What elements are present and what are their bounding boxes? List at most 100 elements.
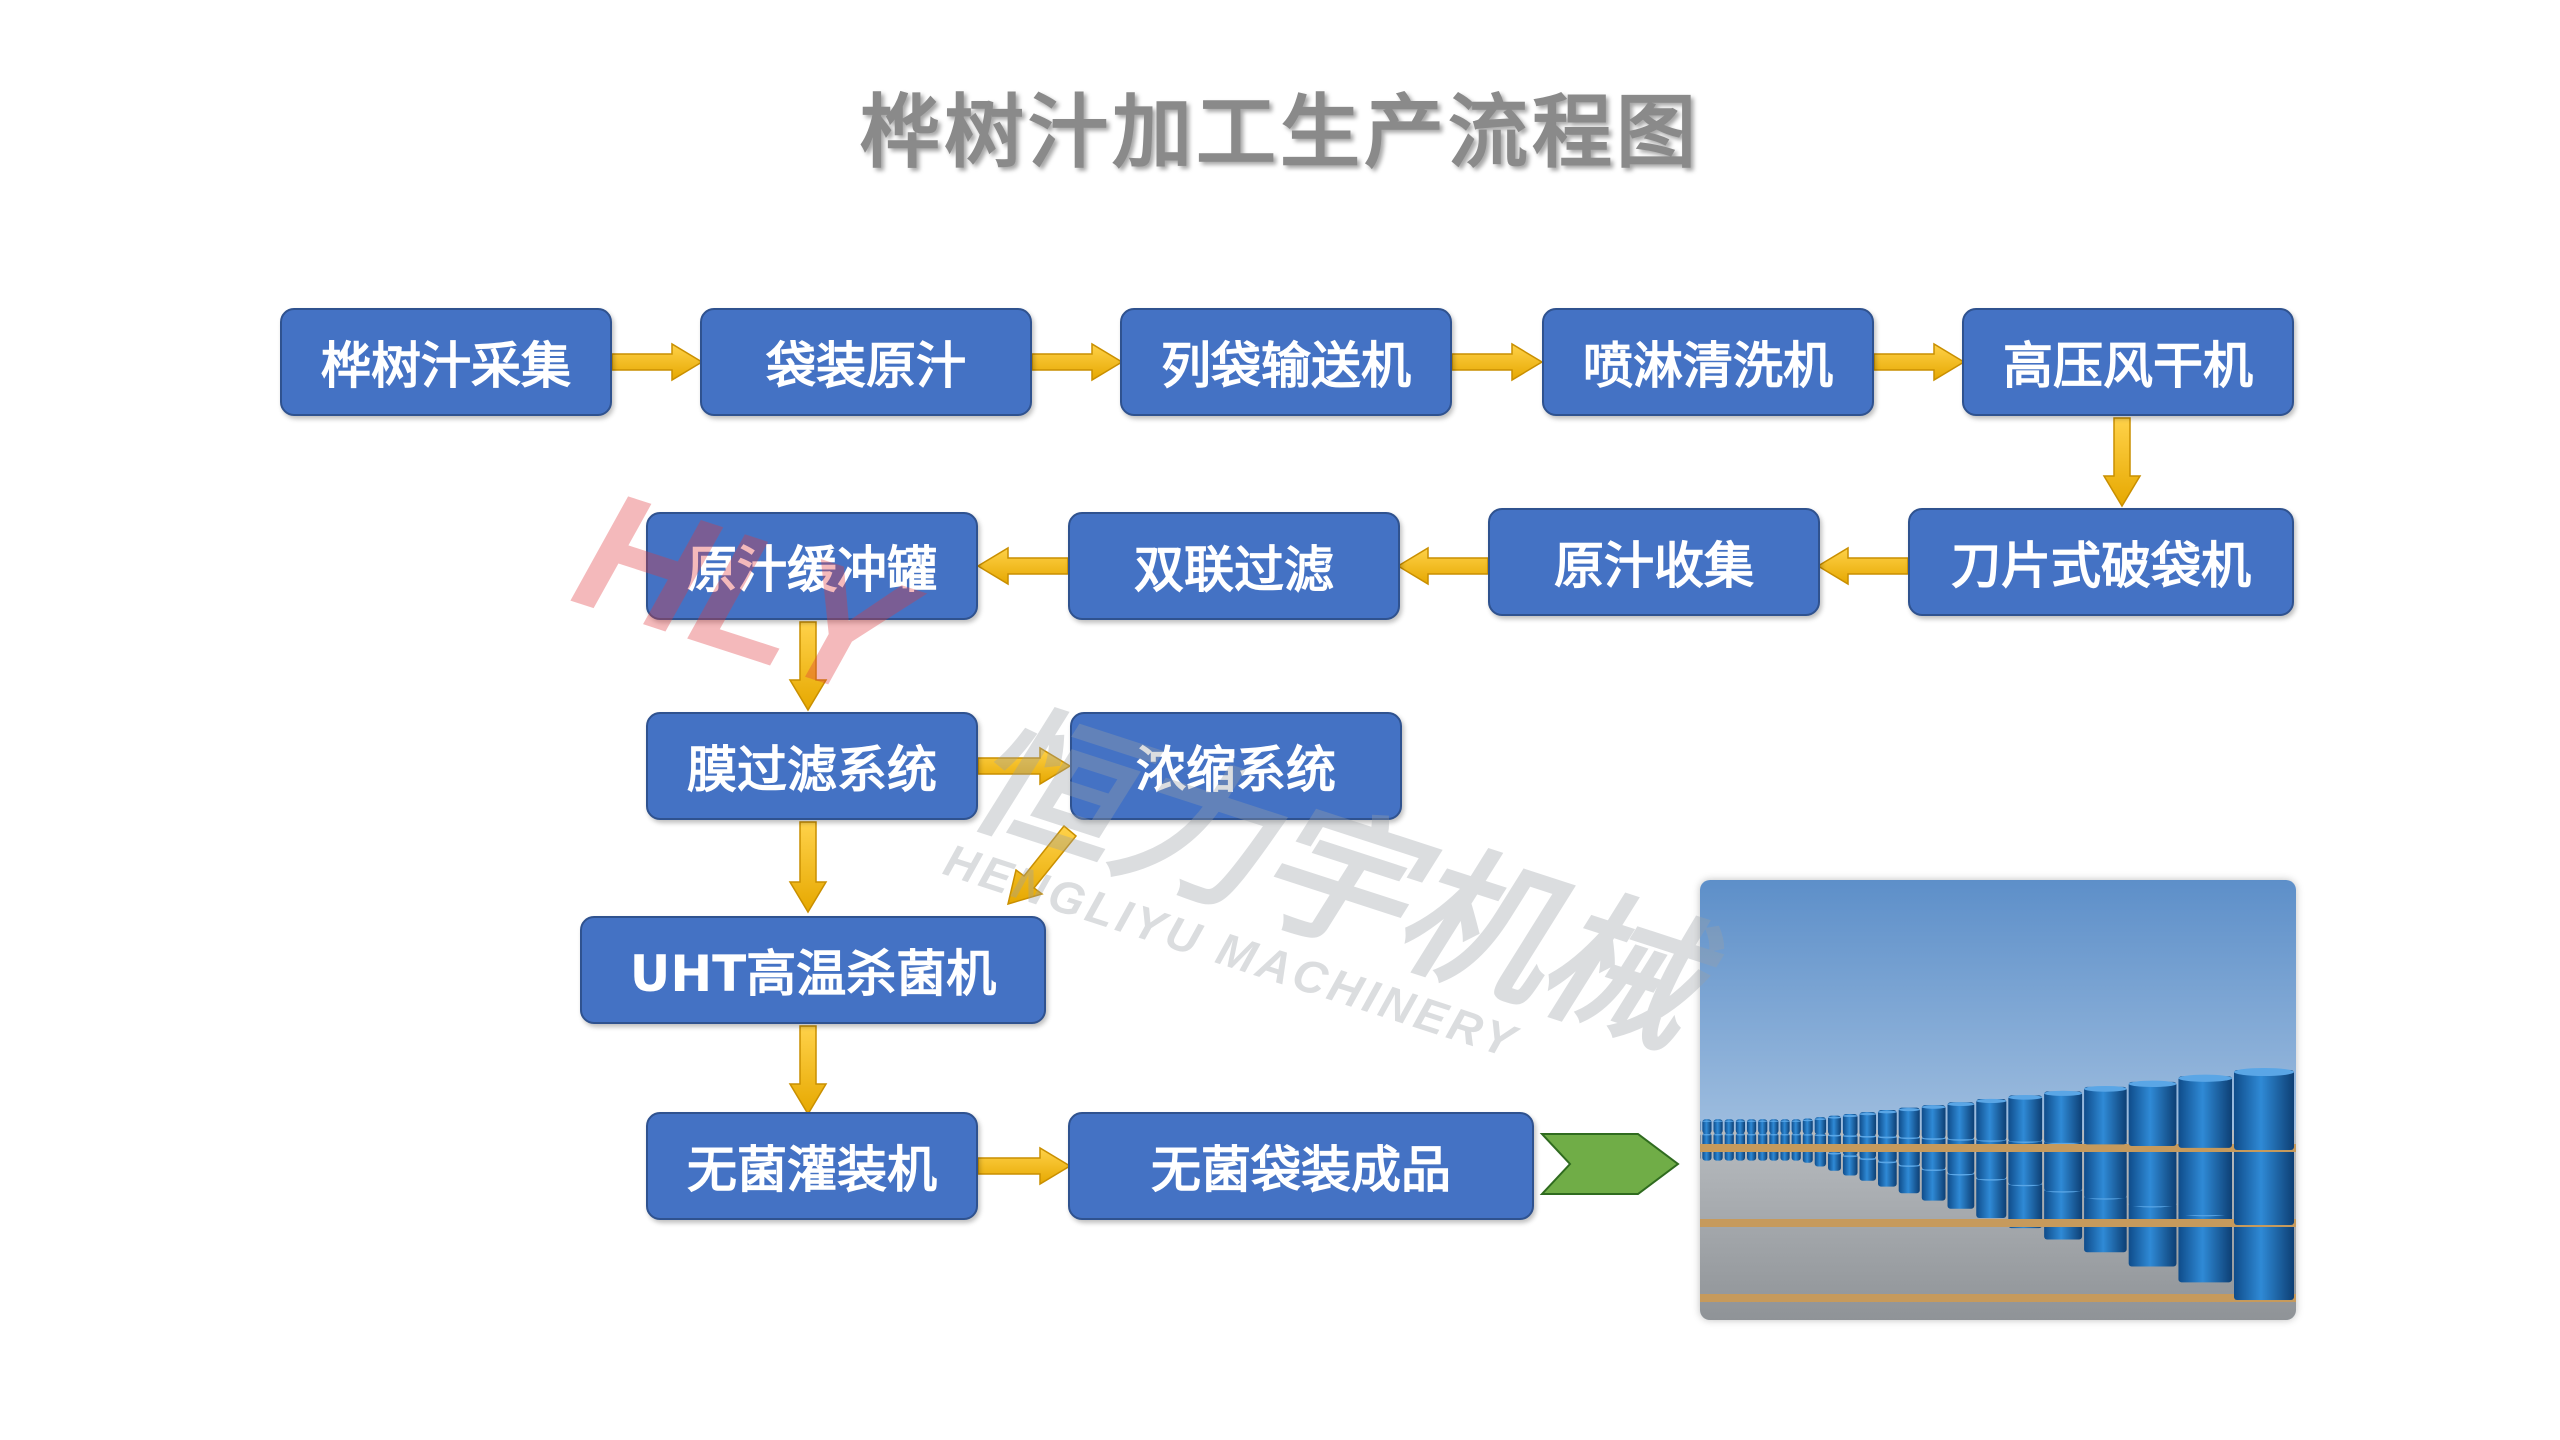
drum-lid	[1702, 1120, 1712, 1122]
drum-lid	[1842, 1134, 1858, 1138]
arrow-left	[976, 546, 1069, 586]
page-title: 桦树汁加工生产流程图	[860, 86, 1700, 179]
drum-lid	[1724, 1120, 1734, 1122]
drum	[1842, 1154, 1858, 1176]
drum-lid	[1758, 1133, 1768, 1136]
final-arrow	[1539, 1133, 1680, 1195]
drum	[1702, 1119, 1712, 1134]
node-birch-sap-collection: 桦树汁采集	[280, 308, 612, 416]
arrow-right	[611, 342, 704, 382]
drum	[1976, 1176, 2007, 1218]
drum-lid	[1769, 1120, 1779, 1122]
drum-lid	[1735, 1120, 1745, 1122]
drum-lid	[1859, 1112, 1877, 1116]
drum-lid	[1802, 1119, 1813, 1122]
drum-lid	[2008, 1095, 2043, 1100]
arrow-right	[1873, 342, 1966, 382]
drum	[1791, 1119, 1801, 1134]
drum	[1859, 1112, 1877, 1136]
drum-lid	[1842, 1114, 1858, 1118]
drum	[1814, 1149, 1827, 1167]
drum	[2234, 1070, 2294, 1150]
drum-lid	[1713, 1133, 1723, 1136]
drum-lid	[2044, 1090, 2083, 1096]
drum	[1769, 1132, 1779, 1148]
arrow-diagonal	[1006, 824, 1078, 906]
drum-lid	[1878, 1110, 1897, 1114]
drum	[1878, 1109, 1897, 1137]
drum-lid	[1724, 1133, 1734, 1136]
drum	[2128, 1081, 2177, 1147]
drum	[2084, 1140, 2127, 1199]
drum	[1758, 1132, 1768, 1148]
drum	[1735, 1132, 1745, 1148]
node-buffer-tank: 原汁缓冲罐	[646, 512, 978, 620]
drum	[1878, 1160, 1897, 1187]
drum	[2008, 1095, 2043, 1142]
drum	[1859, 1156, 1877, 1181]
drum	[1976, 1137, 2007, 1180]
drum-lid	[1947, 1102, 1975, 1107]
drum	[1791, 1132, 1801, 1148]
drum-lid	[1828, 1152, 1841, 1155]
drum-lid	[2234, 1068, 2294, 1076]
arrow-right	[977, 746, 1072, 786]
arrow-left	[1396, 546, 1489, 586]
drum-lid	[1976, 1098, 2007, 1104]
blue-drums-image	[1700, 880, 2296, 1320]
arrow-down	[788, 621, 828, 712]
drum-lid	[2128, 1080, 2177, 1088]
node-spray-washer: 喷淋清洗机	[1542, 308, 1874, 416]
drum	[1802, 1118, 1813, 1134]
drum	[1842, 1113, 1858, 1136]
drum	[2178, 1143, 2232, 1216]
node-bagged-raw-sap: 袋装原汁	[700, 308, 1032, 416]
pallet	[1700, 1219, 2296, 1227]
drum	[2084, 1086, 2127, 1145]
arrow-right	[1031, 342, 1124, 382]
drum-lid	[1746, 1133, 1757, 1136]
drum	[2008, 1181, 2043, 1229]
drum	[2044, 1187, 2083, 1240]
drum-lid	[1791, 1133, 1801, 1136]
drum	[1724, 1119, 1734, 1134]
drum	[1735, 1119, 1745, 1134]
drum	[1898, 1163, 1920, 1194]
drum	[2178, 1076, 2232, 1148]
product-photo	[1700, 880, 2296, 1320]
drum-lid	[1702, 1133, 1712, 1136]
node-aseptic-filler: 无菌灌装机	[646, 1112, 978, 1220]
drum	[1758, 1119, 1768, 1134]
drum	[2234, 1145, 2294, 1225]
drum-lid	[1780, 1120, 1790, 1122]
drum	[1713, 1132, 1723, 1148]
drum	[1921, 1136, 1946, 1170]
pallet	[1700, 1294, 2296, 1302]
drum	[1780, 1132, 1790, 1148]
drum	[1921, 1167, 1946, 1201]
drum-lid	[1791, 1120, 1801, 1122]
drum-lid	[1769, 1133, 1779, 1136]
drum-lid	[1814, 1118, 1827, 1120]
drum-lid	[2084, 1085, 2127, 1092]
node-membrane-filtration: 膜过滤系统	[646, 712, 978, 820]
node-aseptic-bag-product: 无菌袋装成品	[1068, 1112, 1534, 1220]
drum	[2128, 1202, 2177, 1267]
arrow-down	[788, 821, 828, 914]
node-concentration-system: 浓缩系统	[1070, 712, 1402, 820]
drum	[1713, 1119, 1723, 1134]
pallet	[1700, 1144, 2296, 1152]
drum	[1746, 1132, 1757, 1148]
drum-lid	[2178, 1074, 2232, 1082]
node-bag-conveyor: 列袋输送机	[1120, 308, 1452, 416]
drum-lid	[1842, 1155, 1858, 1158]
arrow-right	[977, 1146, 1072, 1186]
drum	[1746, 1119, 1757, 1134]
node-high-pressure-dryer: 高压风干机	[1962, 308, 2294, 416]
drum-lid	[1921, 1105, 1946, 1109]
drum	[1814, 1117, 1827, 1135]
drum	[2128, 1142, 2177, 1207]
drum-lid	[1828, 1134, 1841, 1137]
drum	[2234, 1220, 2294, 1300]
drum-lid	[1828, 1116, 1841, 1119]
